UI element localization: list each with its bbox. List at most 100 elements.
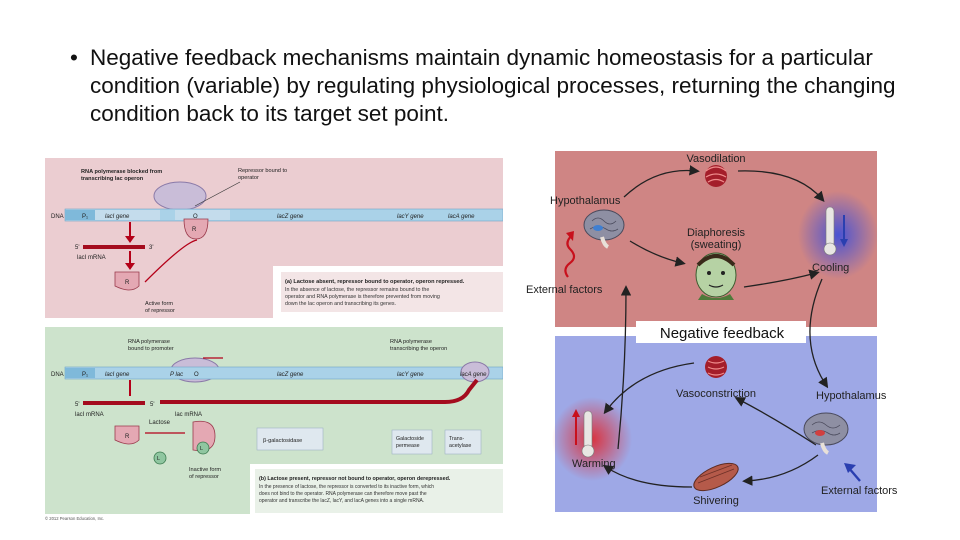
arrow-cooling-to-hypothalamus [809, 278, 829, 389]
p1-label-b: P₁ [82, 372, 88, 378]
polymerase-blocked-label-2: transcribing lac operon [81, 176, 144, 182]
polymerase-promoter-label: RNA polymerase [128, 339, 170, 345]
brain-icon-bottom [803, 412, 849, 455]
bullet-point: • Negative feedback mechanisms maintain … [70, 44, 900, 128]
five-prime-label: 5' [75, 245, 79, 251]
panel-a: RNA polymerase blocked from transcribing… [45, 158, 503, 318]
arrow-vasoconstriction-to-warming [603, 362, 695, 415]
cooling-glow [798, 191, 878, 279]
permease-label-2: permease [396, 443, 420, 449]
laci-gene-segment [95, 210, 160, 220]
bound-repressor-shape [183, 218, 209, 240]
bullet-text: Negative feedback mechanisms maintain dy… [90, 45, 896, 126]
repressor-bound-label: Repressor bound to [238, 168, 287, 174]
five-prime-lac-label: 5' [150, 402, 154, 408]
polymerase-promoter-label-2: bound to promoter [128, 346, 174, 352]
sweating-label: (sweating) [691, 239, 742, 251]
bound-lactose-molecule [196, 441, 210, 455]
copyright-note: © 2012 Pearson Education, Inc. [45, 516, 104, 521]
transcription-arrowhead [125, 236, 135, 243]
repressor-shape-b [114, 425, 140, 445]
caption-b-line-2: does not bind to the operator. RNA polym… [259, 491, 427, 497]
arrow-vasodilation-to-cooling [737, 170, 825, 202]
lactose-molecule [153, 451, 167, 465]
dna-label-b: DNA [51, 372, 64, 378]
caption-a-line-2: operator and RNA polymerase is therefore… [285, 294, 440, 300]
lacy-gene-label: lacY gene [397, 214, 424, 220]
repressor-binding-arrow [144, 239, 198, 283]
caption-a-title: (a) Lactose absent, repressor bound to o… [285, 279, 465, 285]
arrow-shivering-to-warming [602, 464, 693, 488]
beta-gal-box [256, 427, 324, 451]
p1-segment [65, 210, 95, 220]
p1-segment-b [65, 368, 95, 378]
promoter-segment [175, 210, 230, 220]
caption-b-line-1: In the presence of lactose, the represso… [259, 484, 434, 490]
permease-box [391, 429, 433, 455]
polymerase-transcribing-label-2: transcribing the operon [390, 346, 447, 352]
bullet-symbol: • [70, 45, 78, 70]
active-repressor-shape [114, 271, 140, 291]
shivering-label: Shivering [693, 495, 739, 507]
repressor-label-b: R [125, 434, 130, 440]
caption-a-inner [281, 272, 503, 312]
beta-gal-label: β-galactosidase [263, 438, 302, 444]
external-factors-top-label: External factors [526, 284, 603, 296]
caption-b-title: (b) Lactose present, repressor not bound… [259, 476, 451, 482]
acetylase-box [444, 429, 482, 455]
active-form-label: Active form [145, 301, 173, 307]
caption-b-inner [255, 469, 503, 513]
polymerase-transcribing-label: RNA polymerase [390, 339, 432, 345]
lac-operon-figure: RNA polymerase blocked from transcribing… [45, 158, 503, 521]
lac-mrna-label: lac mRNA [175, 412, 202, 418]
acetylase-label: Trans- [449, 436, 464, 442]
dna-label: DNA [51, 214, 64, 220]
caption-b-line-3: operator and transcribe the lacZ, lacY, … [259, 498, 424, 504]
three-prime-label: 3' [149, 245, 153, 251]
active-repressor-label: R [125, 280, 130, 286]
negative-feedback-banner [636, 321, 806, 343]
laci-mrna-label: lacI mRNA [77, 255, 106, 261]
external-factor-arrow-top-icon [564, 231, 576, 278]
sweating-face-icon [695, 252, 737, 300]
lacz-gene-label-b: lacZ gene [277, 372, 304, 378]
arrow-hypothalamus-to-vasoconstriction [734, 397, 817, 446]
plac-label: P lac [170, 372, 183, 378]
vasodilation-label: Vasodilation [686, 153, 745, 165]
lacy-gene-label-b: lacY gene [397, 372, 424, 378]
laci-gene-label-b: lacI gene [105, 372, 130, 378]
brain-icon-top [583, 209, 625, 249]
acetylase-label-2: acetylase [449, 443, 471, 449]
lactose-label: Lactose [149, 420, 171, 426]
caption-a-line-3: down the lac operon and transcribing its… [285, 301, 396, 307]
caption-a-line-1: In the absence of lactose, the repressor… [285, 287, 429, 293]
diaphoresis-label: Diaphoresis [687, 227, 746, 239]
vasoconstriction-label: Vasoconstriction [676, 388, 756, 400]
bound-repressor-label: R [192, 227, 197, 233]
cooling-label: Cooling [812, 262, 849, 274]
external-factors-bottom-label: External factors [821, 485, 898, 497]
laci-mrna-strand [83, 245, 145, 249]
arrow-hypothalamus-to-vasodilation [623, 165, 700, 198]
arrow-hypothalamus-to-shivering [742, 454, 819, 486]
inactive-form-label: Inactive form [189, 467, 221, 473]
constricted-vessel-icon [705, 356, 727, 378]
thermoregulation-figure: Vasodilation Hypothalamus Diaphoresis (s… [526, 151, 898, 512]
five-prime-label-b: 5' [75, 402, 79, 408]
laci-mrna-label-b: lacI mRNA [75, 412, 104, 418]
inactive-form-label-2: of repressor [189, 474, 219, 480]
polymerase-blocked-label: RNA polymerase blocked from [81, 169, 162, 175]
laci-mrna-strand-b [83, 401, 145, 405]
lac-mrna-strand [160, 378, 479, 404]
laci-gene-label: lacI gene [105, 214, 130, 220]
negative-feedback-label: Negative feedback [660, 325, 785, 342]
lactose-molecule-label: L [157, 456, 160, 462]
arrow-diaphoresis-to-cooling [743, 269, 820, 288]
thermometer-warm-icon [572, 409, 595, 458]
laca-gene-label-b: lacA gene [460, 372, 487, 378]
repressor-bound-label-2: operator [238, 175, 259, 181]
operator-label-b: O [194, 372, 199, 378]
bound-lactose-label: L [200, 446, 203, 452]
p1-label: P₁ [82, 214, 88, 220]
rna-polymerase-blob [153, 181, 207, 211]
